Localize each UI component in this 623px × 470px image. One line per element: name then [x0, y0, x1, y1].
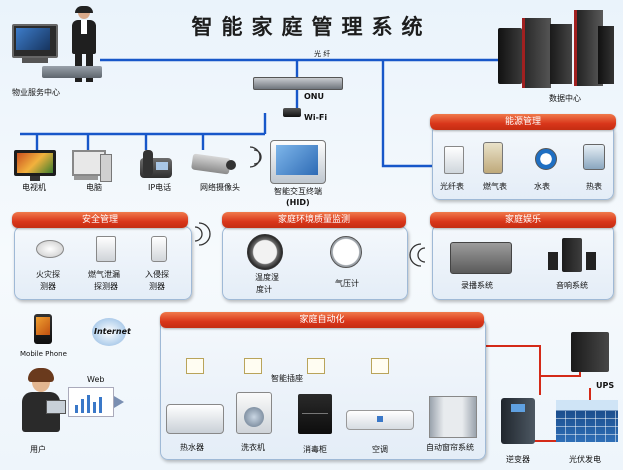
smart-socket-3-icon [307, 358, 325, 374]
energy-item-1: 燃气表 [483, 182, 507, 191]
inverter-icon [501, 398, 535, 444]
ups-label: UPS [596, 381, 615, 390]
desktop-computer-icon [12, 24, 58, 64]
energy-item-3: 热表 [586, 182, 602, 191]
security-item-3: 探测器 [94, 282, 118, 291]
environment-item-2: 气压计 [335, 279, 359, 288]
energy-item-2: 水表 [534, 182, 550, 191]
smart-socket-2-icon [244, 358, 262, 374]
smoke-detector-icon [36, 240, 64, 258]
network-camera-icon [191, 152, 238, 180]
wifi-label: Wi-Fi [304, 113, 328, 122]
solar-power-label: 光伏发电 [569, 455, 601, 464]
automation-item-4: 自动窗帘系统 [426, 443, 474, 452]
user-label: 用户 [30, 445, 46, 454]
environment-monitoring-header: 家庭环境质量监测 [222, 212, 406, 228]
user-person-icon [16, 368, 66, 438]
auto-curtain-icon [429, 396, 477, 438]
water-heater-icon [166, 404, 224, 434]
recording-system-icon [450, 242, 512, 274]
web-report-icon [68, 387, 114, 417]
smart-terminal-icon [270, 140, 326, 184]
mobile-phone-label: Mobile Phone [20, 350, 67, 358]
security-item-4: 入侵探 [145, 270, 169, 279]
home-automation-header: 家庭自动化 [160, 312, 484, 328]
sterilizer-cabinet-icon [298, 394, 332, 434]
entertainment-item-0: 录播系统 [461, 281, 493, 290]
smart-terminal-label: 智能交互终端 [274, 187, 322, 196]
ups-icon [571, 332, 609, 372]
smart-socket-label: 智能插座 [271, 374, 303, 383]
property-service-center-label: 物业服务中心 [12, 88, 60, 97]
security-management-header: 安全管理 [12, 212, 188, 228]
home-automation-panel [160, 318, 486, 460]
server-rack-icon [498, 6, 614, 90]
automation-item-3: 空调 [372, 445, 388, 454]
internet-label: Internet [94, 327, 131, 336]
ip-phone-icon [140, 150, 174, 180]
water-meter-icon [535, 148, 557, 170]
entertainment-item-1: 音响系统 [556, 281, 588, 290]
environment-item-0: 温度湿 [255, 273, 279, 282]
arrow-right-icon [114, 396, 124, 408]
intrusion-detector-icon [151, 236, 167, 262]
security-item-2: 燃气泄漏 [88, 270, 120, 279]
washing-machine-icon [236, 392, 272, 434]
home-entertainment-header: 家庭娱乐 [430, 212, 616, 228]
automation-item-2: 消毒柜 [303, 445, 327, 454]
desk-terminal-icon [42, 62, 104, 80]
speaker-system-icon [548, 238, 596, 274]
onu-device-icon [253, 77, 343, 90]
security-item-1: 测器 [40, 282, 56, 291]
automation-item-1: 洗衣机 [241, 443, 265, 452]
inverter-label: 逆变器 [506, 455, 530, 464]
solar-panel-icon [556, 400, 618, 442]
internet-globe-icon [92, 318, 126, 346]
security-item-0: 火灾探 [36, 270, 60, 279]
environment-item-1: 度计 [256, 285, 272, 294]
data-center-label: 数据中心 [549, 94, 581, 103]
smart-socket-4-icon [371, 358, 389, 374]
web-label: Web [87, 375, 105, 384]
barometer-icon [330, 236, 362, 268]
tv-icon [14, 150, 58, 182]
gas-leak-detector-icon [96, 236, 116, 262]
hygrometer-icon [247, 234, 283, 270]
fiber-meter-icon [444, 146, 464, 174]
air-conditioner-icon [346, 410, 414, 430]
computer-label: 电脑 [86, 183, 102, 192]
tv-label: 电视机 [22, 183, 46, 192]
mobile-phone-icon [34, 314, 52, 344]
onu-label: ONU [304, 92, 324, 101]
smart-socket-1-icon [186, 358, 204, 374]
heat-meter-icon [583, 144, 605, 170]
gas-meter-icon [483, 142, 503, 174]
ip-phone-label: IP电话 [148, 183, 172, 192]
automation-item-0: 热水器 [180, 443, 204, 452]
page-title: 智能家庭管理系统 [191, 14, 432, 39]
wifi-router-icon [283, 108, 301, 117]
smart-terminal-sub-label: (HID) [286, 198, 310, 207]
energy-item-0: 光纤表 [440, 182, 464, 191]
fiber-label: 光 纤 [314, 50, 331, 58]
energy-management-header: 能源管理 [430, 114, 616, 130]
network-camera-label: 网络摄像头 [200, 183, 240, 192]
computer-icon [72, 150, 112, 182]
security-item-5: 测器 [149, 282, 165, 291]
